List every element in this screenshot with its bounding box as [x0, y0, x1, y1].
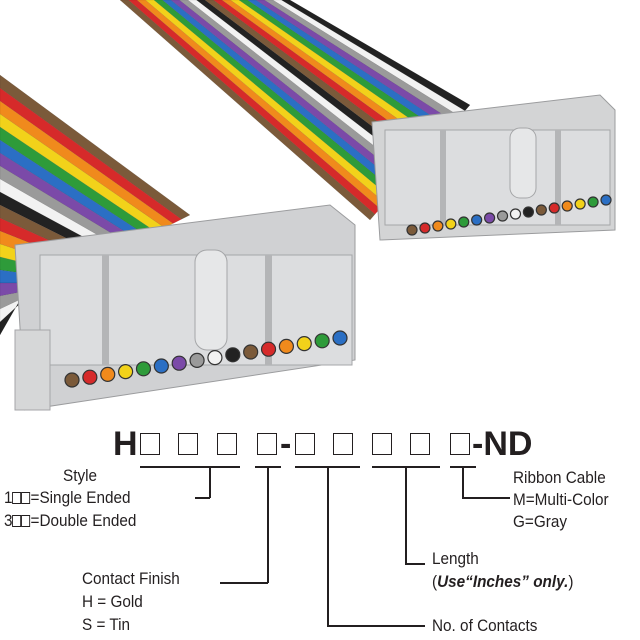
connector-right — [371, 94, 616, 241]
part-number-box — [333, 433, 353, 455]
style-double: 3 =Double Ended — [4, 511, 136, 531]
wire-end — [332, 330, 348, 346]
finish-leader — [267, 466, 269, 583]
style-single: 1 =Single Ended — [4, 488, 130, 508]
contact-finish-title: Contact Finish — [82, 569, 180, 588]
contact-finish-gold: H = Gold — [82, 592, 143, 611]
wire-end — [207, 350, 223, 366]
wire-end — [100, 366, 116, 382]
wire-end — [117, 364, 134, 380]
part-number-box — [217, 433, 237, 455]
wire-end — [600, 194, 612, 206]
wire-end — [171, 355, 187, 371]
wire-end — [535, 204, 547, 216]
ribbon-title: Ribbon Cable — [513, 468, 606, 487]
wire-end — [296, 336, 312, 352]
wire-end — [419, 222, 431, 234]
part-number-box — [410, 433, 430, 455]
wire-end — [406, 224, 418, 236]
wire-end — [458, 216, 470, 228]
wire-end — [522, 206, 535, 218]
ribbon-multi: M=Multi-Color — [513, 490, 609, 509]
style-title: Style — [63, 466, 98, 485]
wire-end — [189, 352, 205, 368]
wire-end — [432, 220, 444, 232]
part-number-box — [257, 433, 277, 455]
wire-end — [314, 333, 330, 349]
wire-end — [82, 369, 98, 385]
connector-left — [14, 204, 356, 411]
contacts-leader — [327, 625, 425, 627]
wire-end — [471, 214, 483, 226]
style-single-text: =Single Ended — [30, 488, 131, 507]
paren-open: ( — [432, 572, 438, 591]
wire-end — [561, 200, 573, 212]
part-number-box — [295, 433, 315, 455]
wire-end — [587, 196, 599, 208]
wire-end — [260, 341, 277, 357]
wire-end — [484, 212, 496, 224]
wire-end — [243, 344, 259, 360]
part-number-box — [372, 433, 392, 455]
contacts-title: No. of Contacts — [432, 616, 538, 635]
ribbon-leader — [462, 497, 510, 499]
style-underline — [140, 466, 240, 468]
ribbon-gray: G=Gray — [513, 512, 567, 531]
style-single-prefix: 1 — [4, 488, 13, 507]
part-number-dash: - — [280, 425, 292, 463]
style-leader — [195, 497, 210, 499]
length-note-text: Use“Inches” only. — [437, 572, 569, 591]
wire-end — [153, 358, 169, 374]
ribbon-cable-assembly-illustration — [0, 0, 616, 411]
part-number-box — [450, 433, 470, 455]
wire-end — [574, 198, 586, 210]
length-title: Length — [432, 549, 479, 568]
finish-leader — [220, 582, 268, 584]
contacts-leader — [327, 466, 329, 626]
part-number-box — [140, 433, 160, 455]
length-leader — [405, 466, 407, 564]
style-double-text: =Double Ended — [30, 511, 137, 530]
contact-finish-tin: S = Tin — [82, 615, 131, 634]
style-double-prefix: 3 — [4, 511, 13, 530]
length-note: (Use“Inches” only.) — [432, 572, 573, 592]
wire-end — [496, 210, 509, 222]
style-leader — [209, 466, 211, 498]
wire-stripe — [281, 0, 471, 112]
wire-end — [548, 202, 560, 214]
paren-close: ) — [568, 572, 574, 591]
wire-end — [278, 338, 294, 354]
wire-end — [64, 372, 80, 388]
wire-end — [509, 208, 522, 220]
wire-end — [445, 218, 457, 230]
part-number-prefix: H — [113, 425, 138, 463]
wire-end — [225, 347, 241, 363]
wire-end — [135, 361, 152, 377]
part-number-suffix: -ND — [472, 425, 533, 463]
length-leader — [405, 563, 425, 565]
ribbon-leader — [462, 466, 464, 498]
part-number-box — [178, 433, 198, 455]
ribbon-cable-right — [119, 0, 471, 221]
